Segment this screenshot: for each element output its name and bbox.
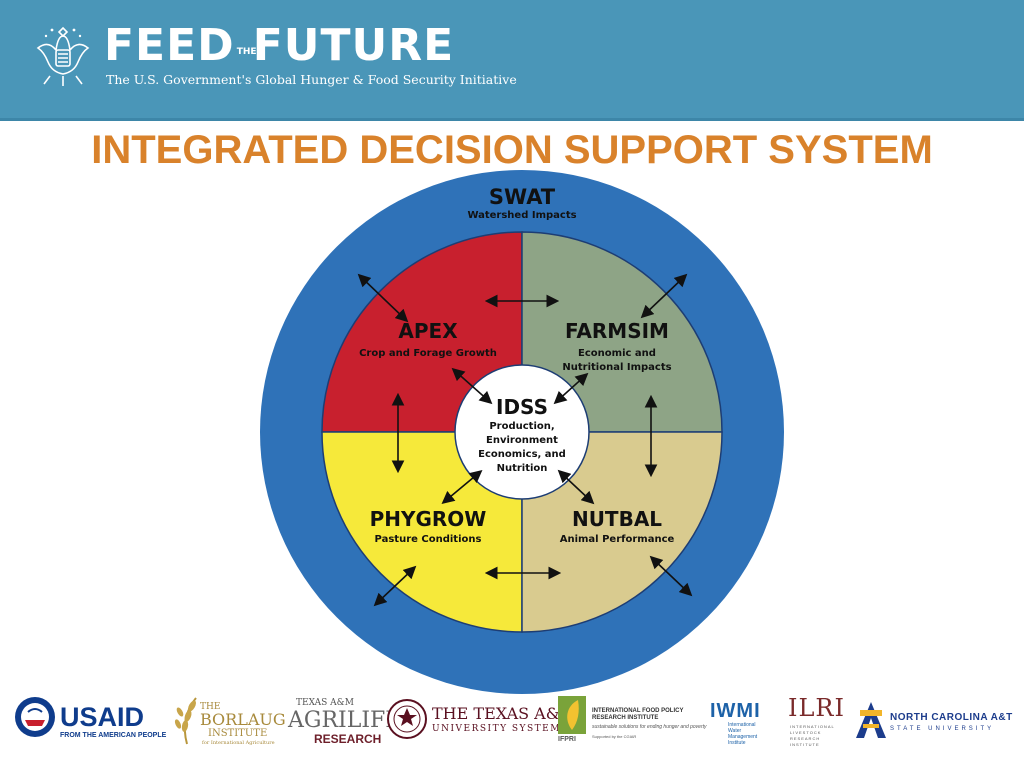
- iwmi-logo: IWMI International Water Management Inst…: [708, 690, 776, 752]
- swat-label: SWAT: [489, 185, 556, 209]
- phygrow-label: PHYGROW: [370, 507, 487, 531]
- ifpri-name: INTERNATIONAL FOOD POLICY RESEARCH INSTI…: [592, 708, 684, 721]
- borlaug-name: BORLAUG: [200, 710, 286, 729]
- idss-sub-2: Environment: [486, 435, 558, 446]
- ncat-sub: STATE UNIVERSITY: [890, 726, 995, 732]
- ncat-logo: NORTH CAROLINA A&T STATE UNIVERSITY: [852, 690, 1020, 752]
- phygrow-sub: Pasture Conditions: [375, 534, 482, 545]
- wheat-icon: [174, 697, 197, 745]
- brand-future: FUTURE: [252, 20, 455, 71]
- farmsim-sub-1: Economic and: [578, 348, 656, 359]
- iwmi-name: International Water Management Institute: [728, 722, 758, 746]
- brand-tagline: The U.S. Government's Global Hunger & Fo…: [106, 72, 517, 87]
- agrilife-name: AGRILIFE: [288, 708, 402, 733]
- agrilife-research: RESEARCH: [314, 732, 382, 746]
- ncat-name: NORTH CAROLINA A&T: [890, 712, 1013, 723]
- ifpri-tagline: sustainable solutions for ending hunger …: [592, 724, 707, 730]
- borlaug-logo: THE BORLAUG INSTITUTE for International …: [172, 690, 286, 752]
- iwmi-abbr: IWMI: [710, 700, 761, 722]
- usaid-tagline: FROM THE AMERICAN PEOPLE: [60, 732, 167, 739]
- idss-sub-4: Nutrition: [497, 463, 548, 474]
- ilri-logo: ILRI INTERNATIONAL LIVESTOCK RESEARCH IN…: [784, 690, 846, 752]
- borlaug-tagline: for International Agriculture: [202, 740, 275, 746]
- arrow-apex-idss: [451, 367, 493, 405]
- idss-sub-3: Economics, and: [478, 449, 566, 460]
- usaid-seal-icon: [15, 697, 55, 737]
- swat-sub: Watershed Impacts: [467, 210, 576, 221]
- idss-label: IDSS: [496, 395, 548, 419]
- page-title: INTEGRATED DECISION SUPPORT SYSTEM: [91, 128, 933, 172]
- partner-logos-row: USAID FROM THE AMERICAN PEOPLE THE BORLA…: [0, 690, 1024, 752]
- idss-center-circle: [454, 364, 590, 500]
- apex-label: APEX: [398, 319, 458, 343]
- great-seal-icon: [36, 26, 90, 86]
- ncat-aggie-icon: [856, 702, 886, 738]
- ifpri-support: Supported by the CGIAR: [592, 734, 637, 739]
- arrow-swat-nutbal: [649, 555, 693, 597]
- nutbal-label: NUTBAL: [572, 507, 662, 531]
- nutbal-sub: Animal Performance: [560, 534, 675, 545]
- tamus-sub: UNIVERSITY SYSTEM: [432, 724, 561, 734]
- tamus-name: THE TEXAS A&M: [432, 704, 577, 723]
- idss-sub-1: Production,: [489, 421, 554, 432]
- borlaug-the: THE: [200, 702, 221, 712]
- usaid-logo: USAID FROM THE AMERICAN PEOPLE: [12, 690, 166, 752]
- arrow-swat-phygrow: [373, 565, 417, 607]
- brand-the: THE: [236, 47, 257, 57]
- usaid-wordmark: USAID: [60, 702, 145, 732]
- farmsim-sub-2: Nutritional Impacts: [562, 362, 671, 373]
- borlaug-institute: INSTITUTE: [208, 728, 268, 739]
- ilri-name: INTERNATIONAL LIVESTOCK RESEARCH INSTITU…: [790, 724, 835, 747]
- apex-sub: Crop and Forage Growth: [359, 348, 497, 359]
- agrilife-top: TEXAS A&M: [296, 698, 354, 708]
- arrow-swat-farmsim: [640, 273, 688, 319]
- tamus-logo: THE TEXAS A&M UNIVERSITY SYSTEM: [384, 690, 576, 752]
- farmsim-label: FARMSIM: [565, 319, 669, 343]
- ifpri-logo: INTERNATIONAL FOOD POLICY RESEARCH INSTI…: [556, 690, 707, 752]
- arrow-farmsim-idss: [553, 372, 589, 405]
- agrilife-logo: TEXAS A&M AGRILIFE RESEARCH: [284, 690, 401, 752]
- ifpri-leaf-icon: [558, 696, 586, 734]
- arrow-nutbal-idss: [557, 469, 595, 505]
- tamus-seal-icon: [387, 699, 427, 739]
- ifpri-abbr: IFPRI: [558, 736, 576, 743]
- idss-diagram: SWAT Watershed Impacts APEX Crop and For…: [260, 170, 784, 694]
- arrow-swat-apex: [357, 273, 409, 323]
- brand-feed: FEED: [104, 20, 235, 71]
- arrow-phygrow-idss: [441, 469, 483, 505]
- ilri-abbr: ILRI: [788, 694, 845, 722]
